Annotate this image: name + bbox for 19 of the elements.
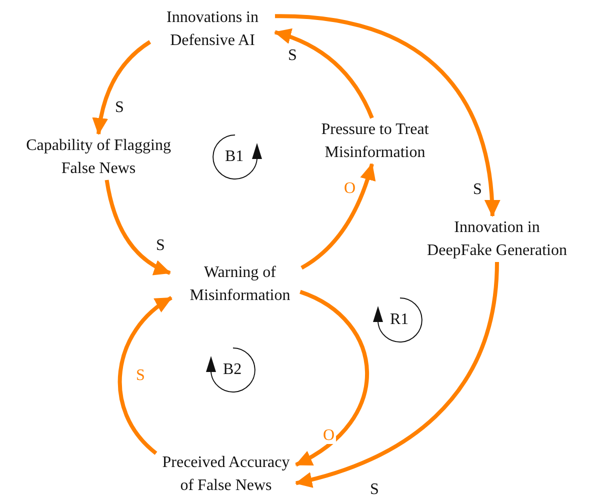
variable-label: Innovation in DeepFake Generation (426, 218, 568, 261)
causal-arrow (295, 290, 370, 467)
polarity-label: S (369, 482, 380, 497)
loop-label: B2 (223, 362, 242, 378)
polarity-label: O (322, 428, 336, 444)
causal-arrow (92, 40, 152, 135)
causal-arrow (104, 180, 171, 275)
loop-label: B1 (225, 149, 244, 165)
causal-arrow (300, 163, 376, 270)
loop-label: R1 (390, 312, 409, 328)
variable-label: Preceived Accuracy of False News (161, 453, 291, 496)
causal-arrow (274, 29, 374, 119)
variable-label: Warning of Misinformation (188, 263, 292, 306)
causal-arrow (274, 14, 500, 217)
variable-label: Capability of Flagging False News (25, 136, 172, 179)
causal-arrow (118, 296, 172, 455)
causal-arrow (295, 262, 499, 488)
variable-label: Pressure to Treat Misinformation (320, 120, 430, 163)
variable-label: Innovations in Defensive AI (166, 8, 260, 51)
